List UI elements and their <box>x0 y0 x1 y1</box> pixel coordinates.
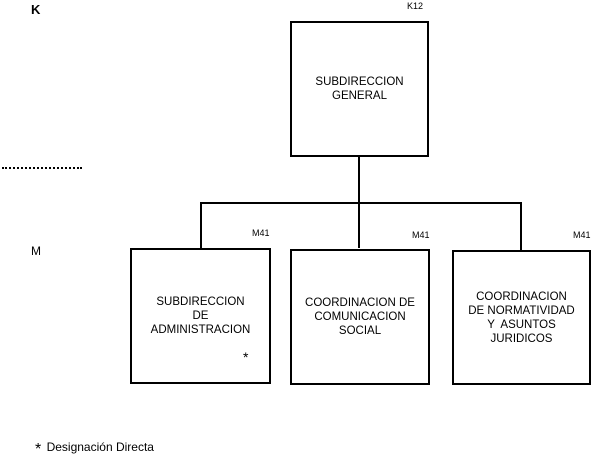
child-node-3: COORDINACION DE NORMATIVIDAD Y ASUNTOS J… <box>452 250 591 385</box>
root-node: SUBDIRECCION GENERAL <box>290 21 429 157</box>
footnote-text: Designación Directa <box>46 440 154 454</box>
level-m-label: M <box>31 244 41 258</box>
root-code: K12 <box>407 1 424 11</box>
child-line: COORDINACION <box>476 290 567 303</box>
child-line: JURIDICOS <box>490 332 553 345</box>
child-code-1: M41 <box>252 228 270 238</box>
footnote-marker: * <box>35 441 42 458</box>
child-code-2: M41 <box>412 230 430 240</box>
child-connector-2 <box>358 202 360 248</box>
child-node-1: SUBDIRECCION DE ADMINISTRACION <box>130 248 271 384</box>
root-connector <box>358 157 360 203</box>
child-connector-3 <box>520 202 522 250</box>
level-separator <box>2 167 82 169</box>
level-k-label: K <box>31 2 41 17</box>
footnote: * Designación Directa <box>35 440 154 459</box>
child-line: Y ASUNTOS <box>487 318 556 331</box>
child-line: SOCIAL <box>338 325 382 337</box>
child-line: ADMINISTRACION <box>150 324 251 336</box>
child-line: SUBDIRECCION <box>156 296 245 308</box>
child-line: DE <box>192 310 209 322</box>
root-line: GENERAL <box>332 90 387 102</box>
designation-marker: * <box>243 349 249 365</box>
child-node-2: COORDINACION DE COMUNICACION SOCIAL <box>290 249 430 385</box>
child-connector-1 <box>200 202 202 248</box>
child-line: COORDINACION DE <box>305 297 415 309</box>
child-line: COMUNICACION <box>314 311 406 323</box>
horizontal-connector <box>200 202 522 204</box>
child-line: DE NORMATIVIDAD <box>468 304 575 317</box>
child-code-3: M41 <box>573 230 591 240</box>
root-line: SUBDIRECCION <box>315 76 404 88</box>
